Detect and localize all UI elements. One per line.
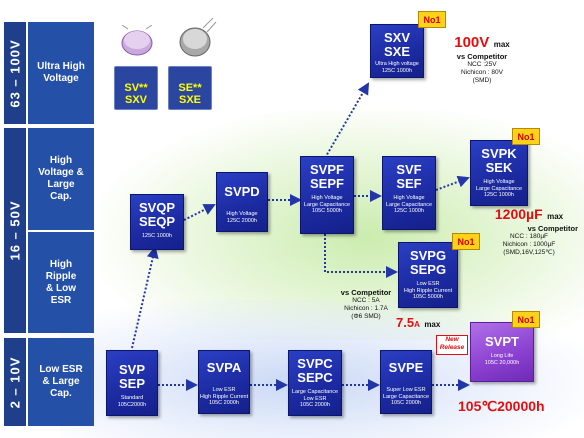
row-label-low-esr-large-cap: Low ESR & Large Cap. [28,338,94,426]
arrow-svpf-sxv [324,82,370,159]
silver-capacitor-icon [179,18,217,57]
band-16-50v: 16 – 50V [4,128,26,333]
no1-badge-svpg: No1 [452,233,480,250]
no1-badge-svpk: No1 [512,128,540,145]
row-label-high-ripple-low-esr: High Ripple & Low ESR [28,232,94,333]
no1-badge-svpt: No1 [512,311,540,328]
arrow-svf-svpk [435,175,470,191]
callout-7-5a: vs Competitor NCC : 5A Nichicon : 1.7A (… [340,288,392,320]
arrow-svqp-svpd [183,204,216,221]
band-2-10v: 2 – 10V [4,338,26,426]
band-63-100v: 63 – 100V [4,22,26,124]
no1-badge-sxv: No1 [418,11,446,28]
callout-7-5a-value: 7.5A max [396,315,441,330]
callout-105c-20000h: 105℃20000h [458,398,545,414]
product-label-sv-sxv: SV**SXV [114,66,158,110]
row-label-ultra-high-voltage: Ultra High Voltage [28,22,94,124]
arrow-svp-svqp [131,246,159,349]
product-label-se-sxe: SE**SXE [168,66,212,110]
arrow-svpf-svpg [324,234,398,278]
purple-capacitor-icon [121,25,153,56]
callout-1200uf: 1200µF max vs Competitor NCC : 180µF Nic… [494,206,578,256]
row-label-high-voltage-large-cap: High Voltage & Large Cap. [28,128,94,230]
callout-100v: 100V max vs Competitor NCC :25V Nichicon… [454,34,510,84]
